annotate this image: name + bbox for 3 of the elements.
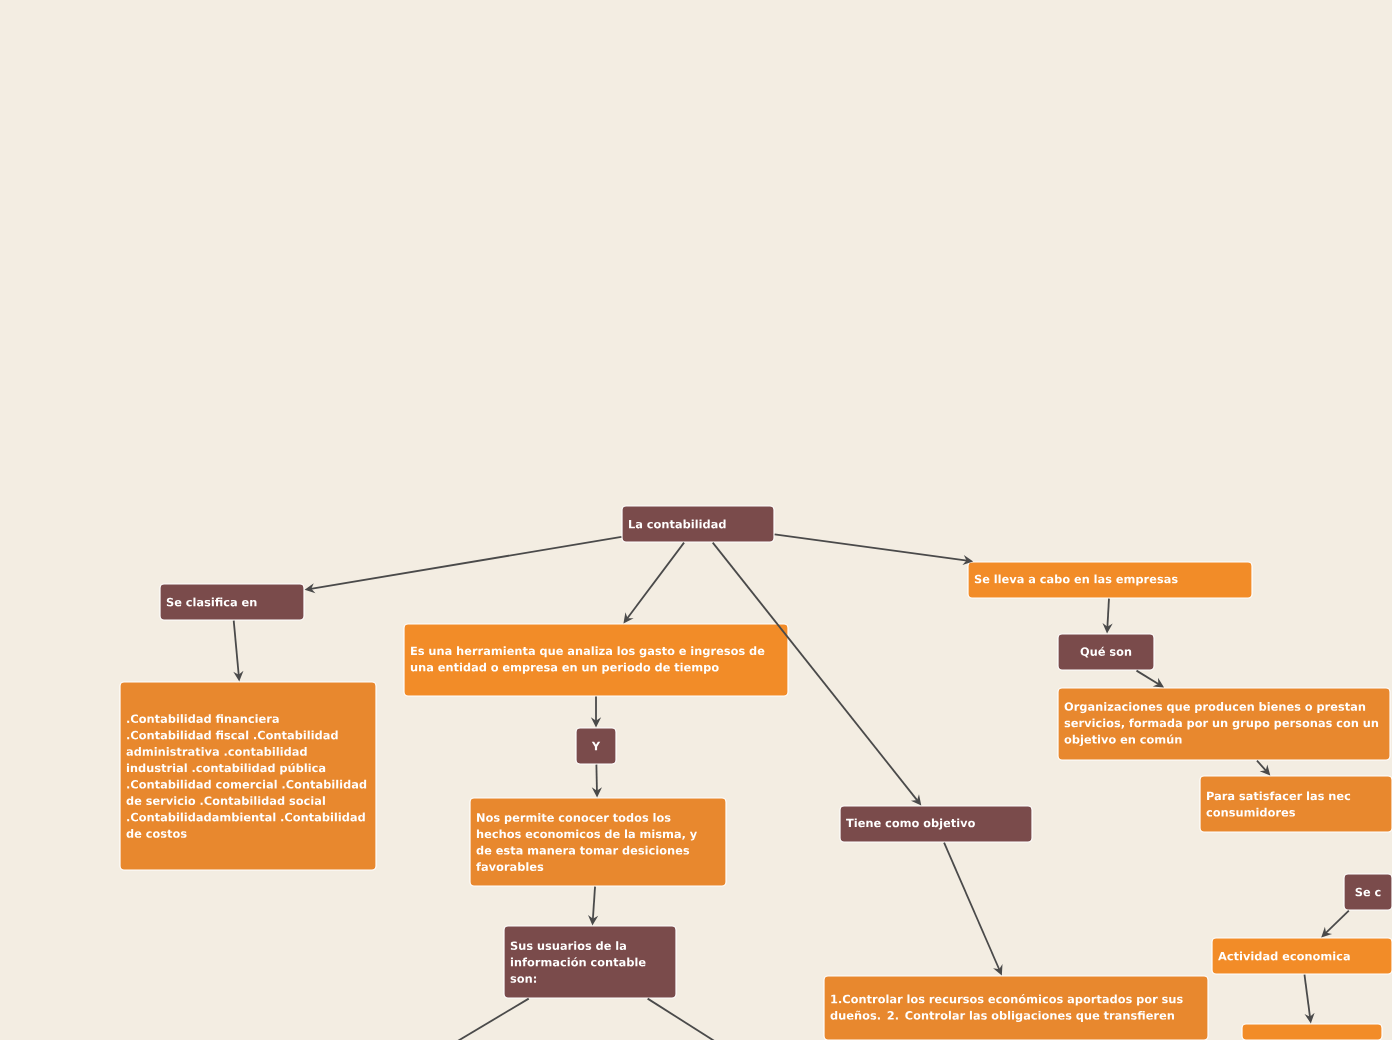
- connector-line: [646, 997, 717, 1040]
- empty-box: [1241, 1023, 1383, 1040]
- connector-line: [455, 997, 530, 1040]
